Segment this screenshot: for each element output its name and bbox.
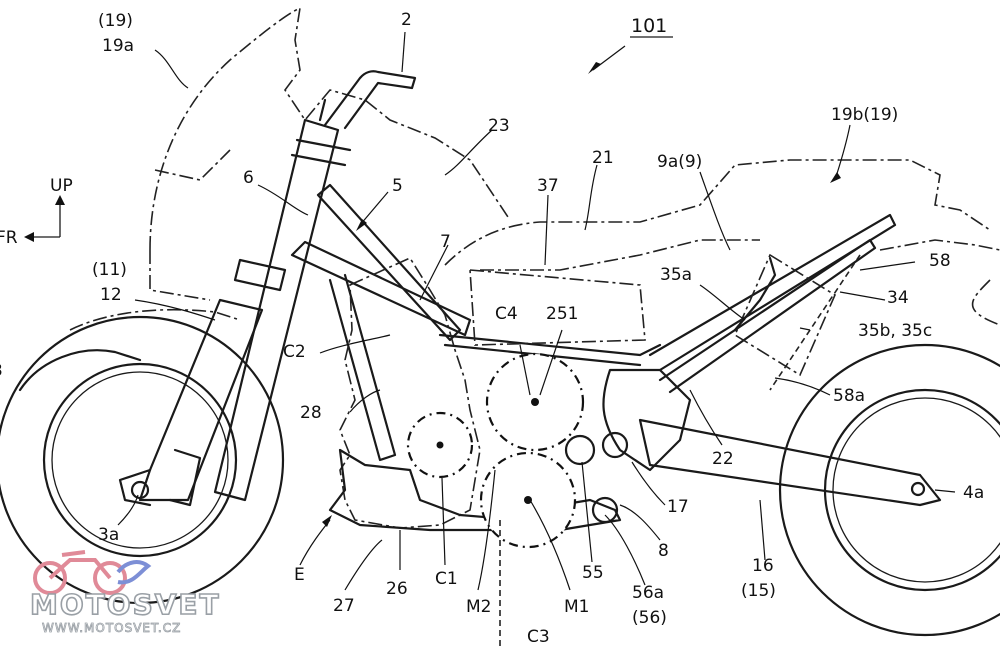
front-fork [118,98,352,507]
rear-shock-box [733,253,861,391]
label-3a: 3a [98,525,119,545]
swingarm [638,418,942,507]
label-34: 34 [887,288,909,308]
label-251: 251 [546,304,578,324]
tank-seat-outline [444,159,1000,326]
figure-number: 101 [588,15,673,74]
label-19a: 19a [102,36,134,56]
label-c2: C2 [283,342,306,362]
label-23: 23 [488,116,510,136]
label-4a: 4a [963,483,984,503]
engine-outline [339,256,646,529]
label-c4: C4 [495,304,518,324]
label-27: 27 [333,596,355,616]
label-26: 26 [386,579,408,599]
label-11: (11) [92,260,127,280]
label-3: 3 [0,361,3,381]
reference-labels: (19) 19a 2 23 21 37 9a(9) 19b(19) 6 5 7 … [0,10,984,647]
label-e: E [294,565,305,585]
label-58a: 58a [833,386,865,406]
watermark-brand: MOTOSVET [30,588,221,621]
main-frame [290,183,897,472]
handlebar [323,70,417,130]
svg-text:101: 101 [631,15,667,37]
label-15: (15) [741,581,776,601]
leader-lines [117,31,956,591]
up-label: UP [50,176,73,196]
label-m1: M1 [564,597,589,617]
label-35bc: 35b, 35c [858,321,932,341]
label-17: 17 [667,497,689,517]
watermark-url: WWW.MOTOSVET.CZ [42,621,181,635]
label-35a: 35a [660,265,692,285]
label-7: 7 [440,232,451,252]
motorcycle-logo-icon [33,550,152,595]
label-8: 8 [658,541,669,561]
direction-indicator: UP FR [0,176,73,248]
label-19b: 19b(19) [831,105,898,125]
front-wheel [0,315,285,605]
label-21: 21 [592,148,614,168]
front-fairing-outline [69,6,511,331]
label-9a: 9a(9) [657,152,702,172]
label-55: 55 [582,563,604,583]
label-m2: M2 [466,597,491,617]
label-5: 5 [392,176,403,196]
label-22: 22 [712,449,734,469]
label-c3: C3 [527,627,550,647]
label-c1: C1 [435,569,458,589]
label-28: 28 [300,403,322,423]
front-label: FR [0,228,18,248]
label-6: 6 [243,168,254,188]
label-58: 58 [929,251,951,271]
label-12: 12 [100,285,122,305]
engine-block [328,448,622,532]
shaft-circles [406,352,629,648]
label-37: 37 [537,176,559,196]
label-19-top: (19) [98,11,133,31]
label-56: (56) [632,608,667,628]
label-56a: 56a [632,583,664,603]
watermark: MOTOSVET WWW.MOTOSVET.CZ [29,550,221,635]
label-2: 2 [401,10,412,30]
label-16: 16 [752,556,774,576]
